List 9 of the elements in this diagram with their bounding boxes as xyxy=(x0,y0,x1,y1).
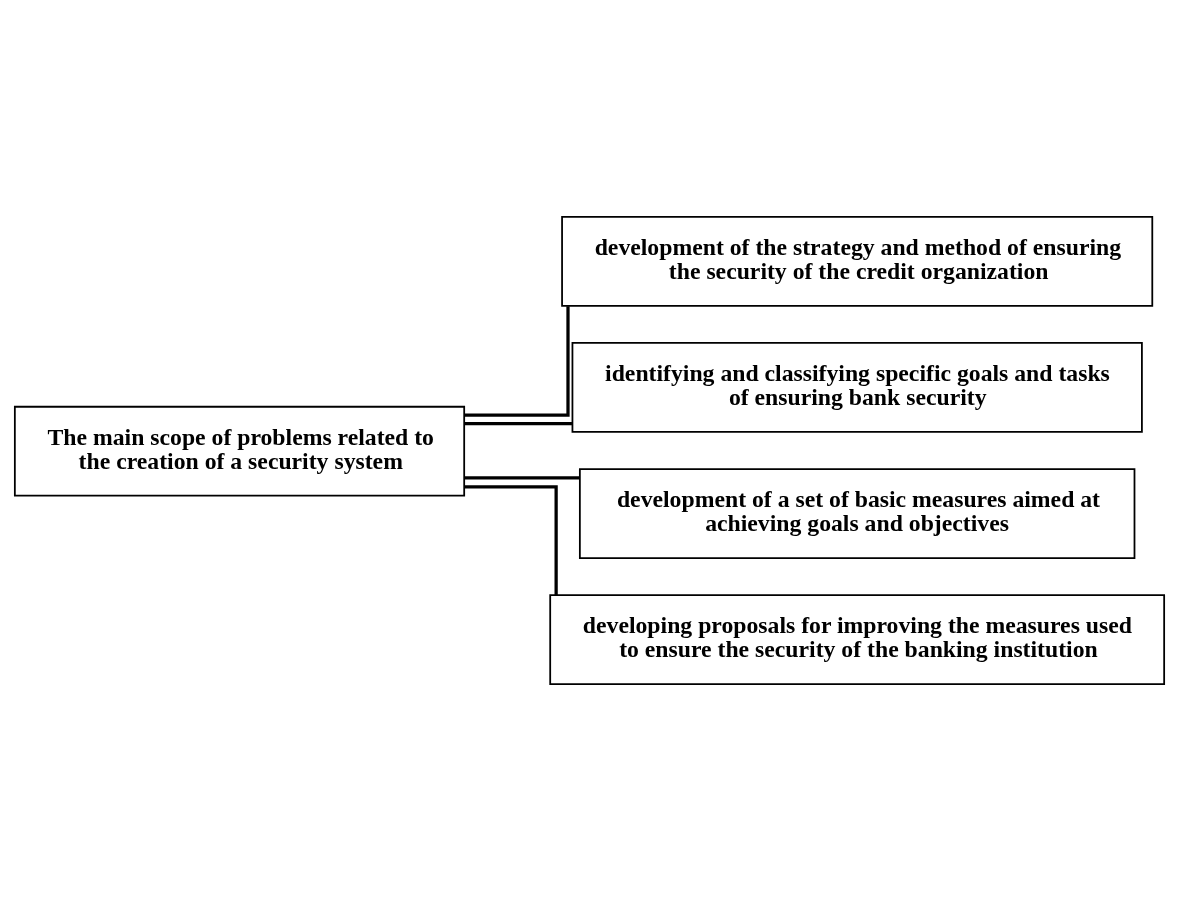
connector xyxy=(464,485,558,595)
connector xyxy=(464,421,572,426)
node-box: identifying and classifying specific goals and tasks of ensuring bank security xyxy=(571,342,1143,433)
node-box: development of the strategy and method of ensuring the security of the credit organization xyxy=(561,216,1154,307)
connector xyxy=(464,476,580,480)
node-box: developing proposals for improving the measures used to ensure the security of the banking institution xyxy=(549,594,1166,685)
node-box: development of a set of basic measures aimed at achieving goals and objectives xyxy=(578,468,1136,559)
connector xyxy=(464,306,570,417)
node-box: The main scope of problems related to the creation of a security system xyxy=(13,405,466,497)
